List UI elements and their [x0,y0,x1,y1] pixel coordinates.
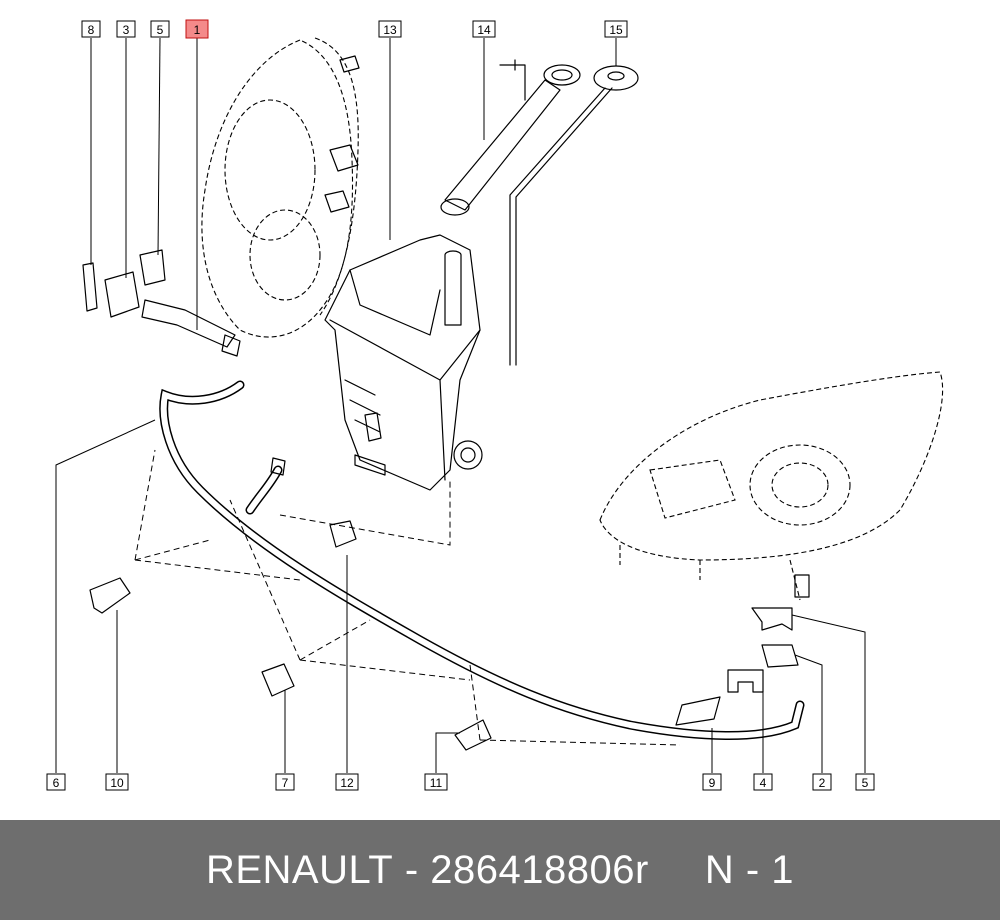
svg-text:12: 12 [340,776,354,790]
clips-and-brackets [89,520,799,751]
callout-14: 14 [472,20,496,38]
callout-5-bottom: 5 [855,773,875,791]
callout-3: 3 [116,20,136,38]
callout-4: 4 [753,773,773,791]
separator: - [404,847,419,892]
diagram-page: N - 1 [704,847,795,892]
callout-12: 12 [335,773,359,791]
small-parts-left [82,249,241,357]
assembly-arrows [134,449,681,746]
washer-reservoir [324,234,483,491]
parts-diagram: 8 3 5 1 13 14 15 6 10 7 12 11 [46,19,944,791]
svg-text:4: 4 [760,776,767,790]
svg-text:8: 8 [88,23,95,37]
callout-8: 8 [81,20,101,38]
headlamp-right [599,371,944,601]
filler-neck [440,59,581,216]
svg-text:5: 5 [862,776,869,790]
part-info-footer: RENAULT - 286418806r N - 1 [0,820,1000,920]
callout-7: 7 [275,773,295,791]
svg-text:3: 3 [123,23,130,37]
callout-15: 15 [604,20,628,38]
callout-2: 2 [812,773,832,791]
brand-name: RENAULT [205,847,394,892]
headlamp-left [201,37,360,338]
leader-lines [55,37,866,773]
callout-1-highlighted: 1 [185,19,209,39]
cap-dipstick [509,65,639,366]
svg-text:7: 7 [282,776,289,790]
callout-13: 13 [378,20,402,38]
svg-text:2: 2 [819,776,826,790]
hose-assembly [159,380,805,740]
svg-text:1: 1 [194,23,201,37]
svg-text:6: 6 [53,776,60,790]
svg-text:14: 14 [477,23,491,37]
callout-11: 11 [424,773,448,791]
part-number: 286418806r [430,847,649,892]
callout-6: 6 [46,773,66,791]
callout-5-top: 5 [150,20,170,38]
svg-text:15: 15 [609,23,623,37]
svg-text:10: 10 [110,776,124,790]
svg-text:9: 9 [709,776,716,790]
callout-9: 9 [702,773,722,791]
svg-text:5: 5 [157,23,164,37]
svg-text:13: 13 [383,23,397,37]
svg-text:11: 11 [430,776,443,790]
callout-10: 10 [105,773,129,791]
